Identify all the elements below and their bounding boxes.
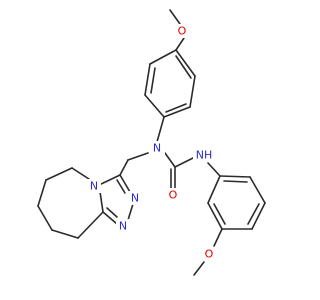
bond-ch2-triazole	[119, 159, 129, 176]
atom-o-top: O	[175, 24, 189, 38]
bond-n-carbonyl	[164, 152, 176, 168]
bond-ring1-d3	[175, 55, 192, 79]
atom-o-carbonyl-label: O	[169, 189, 178, 202]
bond-az-6	[77, 211, 104, 239]
bond-c-nh	[174, 156, 196, 168]
bond-ring1-c	[144, 94, 165, 118]
bond-az-2	[45, 167, 73, 181]
bond-tz-n2-c3-dbl	[116, 179, 126, 194]
bond-ring1-n	[156, 116, 165, 143]
atom-o-top-label: O	[178, 25, 187, 38]
atom-n-triazole-2-label: N	[131, 192, 139, 205]
bond-tz-n2-c3	[119, 174, 131, 193]
bond-ring2-b	[249, 176, 266, 204]
bond-ring1-f	[175, 49, 196, 77]
bond-tz-c3-n4	[98, 174, 121, 186]
atom-n-center-label: N	[153, 142, 161, 155]
bond-ring2-c	[251, 202, 266, 230]
atom-labels: O N NH O O N N N	[87, 24, 216, 261]
chemical-structure: O N NH O O N N N	[37, 9, 266, 276]
bond-ring1-a	[149, 49, 177, 65]
bond-tz-c9a-n1	[102, 211, 118, 225]
bond-tz-n1-n2	[127, 203, 134, 221]
atom-n-triazole-1-label: N	[90, 180, 98, 193]
atom-n-triazole-3: N	[116, 219, 130, 233]
bond-o-top-ring	[175, 37, 185, 51]
bond-methyl-o-top	[169, 9, 181, 25]
atom-o-carbonyl: O	[166, 188, 180, 202]
bond-ring1-e	[189, 75, 196, 108]
atom-nh-label: NH	[196, 149, 213, 162]
atom-n-triazole-2: N	[128, 191, 142, 205]
bonds	[37, 9, 266, 276]
bond-az-3	[37, 179, 47, 207]
bond-tz-c9a-n1-dbl	[106, 207, 118, 218]
bond-az-1	[71, 167, 93, 182]
atom-o-bottom: O	[202, 247, 216, 261]
bond-ring2-d1	[223, 180, 248, 183]
atom-n-triazole-3-label: N	[119, 220, 127, 233]
bond-ring2-o	[213, 228, 223, 247]
bond-az-4	[37, 205, 53, 231]
bond-ring1-d1	[150, 67, 156, 94]
atom-o-bottom-label: O	[205, 248, 214, 261]
atom-nh: NH	[193, 148, 215, 162]
atom-n-triazole-1: N	[87, 179, 101, 193]
bond-nh-ring2	[207, 162, 221, 177]
bond-ring1-b	[144, 63, 151, 96]
bond-n-ch2	[127, 152, 149, 161]
bond-ring2-a	[219, 175, 251, 178]
bond-o-methyl-bottom	[193, 261, 205, 276]
bond-ring2-e	[207, 202, 223, 230]
bond-ring2-d3	[213, 203, 226, 225]
bond-ring2-d2	[247, 203, 260, 225]
bond-ring1-d	[163, 106, 191, 118]
bond-ring2-f	[207, 175, 221, 204]
bond-az-5	[51, 229, 79, 239]
atom-n-center: N	[149, 141, 165, 155]
bond-ring1-d2	[165, 103, 187, 113]
